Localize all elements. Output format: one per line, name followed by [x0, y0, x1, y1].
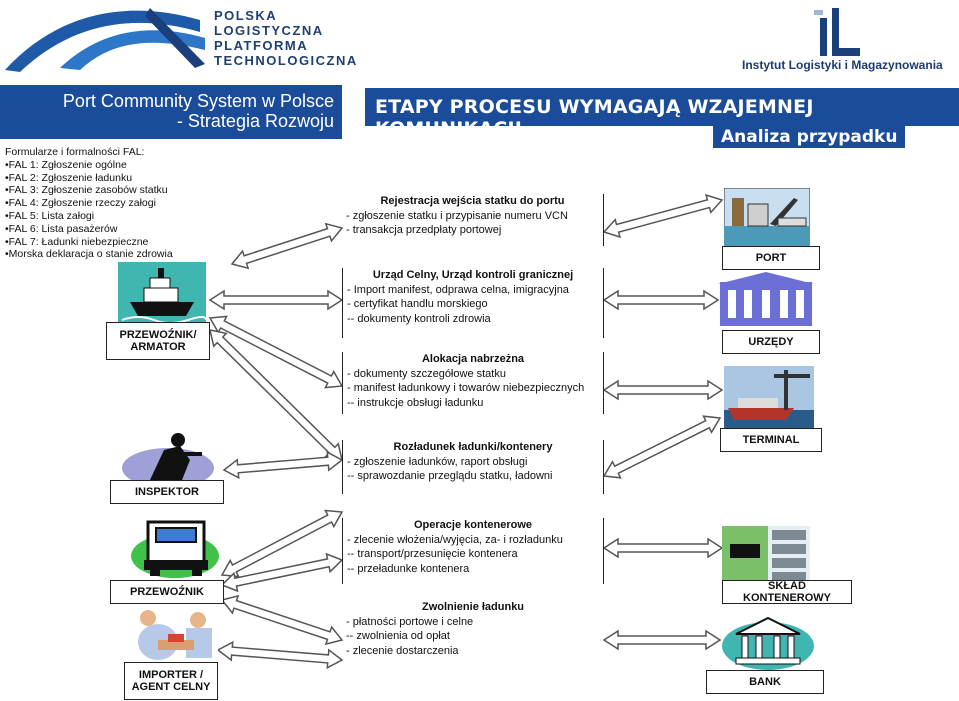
fal-item: •FAL 3: Zgłoszenie zasobów statku — [5, 184, 168, 197]
subtitle: Analiza przypadku — [713, 126, 906, 148]
arrow-inspektor-stage4 — [222, 450, 344, 480]
actor-bank-label: BANK — [749, 676, 781, 688]
arrow-stage6-bank — [602, 629, 722, 651]
logo-line-4: TECHNOLOGICZNA — [214, 53, 358, 68]
stage-line: -- przeładunke kontenera — [347, 562, 470, 575]
actor-przewoznik: PRZEWOŹNIK — [110, 580, 224, 604]
arrow-przewoznik-stage4 — [220, 509, 344, 578]
fal-item: •FAL 4: Zgłoszenie rzeczy załogi — [5, 197, 156, 210]
stage-3: Alokacja nabrzeżna - dokumenty szczegóło… — [342, 352, 604, 414]
page-title: ETAPY PROCESU WYMAGAJĄ WZAJEMNEJ KOMUNIK… — [375, 96, 814, 140]
stage-6: Zwolnienie ładunku - płatności portowe i… — [342, 600, 604, 666]
stage-2: Urząd Celny, Urząd kontroli granicznej -… — [342, 268, 604, 338]
title-main-box: ETAPY PROCESU WYMAGAJĄ WZAJEMNEJ KOMUNIK… — [365, 88, 959, 140]
actor-urzedy: URZĘDY — [722, 330, 820, 354]
stage-title: Rejestracja wejścia statku do portu — [380, 195, 565, 207]
stage-line: - Import manifest, odprawa celna, imigra… — [347, 283, 569, 296]
actor-urzedy-label: URZĘDY — [748, 336, 794, 348]
fal-heading: Formularze i formalności FAL: — [5, 146, 145, 158]
ship-icon — [118, 262, 207, 324]
stage-line: - zgłoszenie ładunków, raport obsługi — [347, 455, 528, 468]
fal-item: •FAL 6: Lista pasażerów — [5, 222, 118, 235]
logo-line-3: PLATFORMA — [214, 38, 309, 53]
stage-title: Alokacja nabrzeżna — [421, 353, 525, 365]
arrow-fal-stage1 — [230, 222, 344, 270]
actor-sklad-label: SKŁAD KONTENEROWY — [743, 580, 831, 604]
stage-title: Rozładunek ładunki/kontenery — [393, 441, 553, 453]
stage-line: - transakcja przedpłaty portowej — [346, 224, 502, 236]
stage-line: - zlecenie włożenia/wyjęcia, za- i rozła… — [347, 533, 563, 546]
actor-terminal-label: TERMINAL — [742, 434, 800, 446]
stage-line: - certyfikat handlu morskiego — [347, 298, 488, 310]
bank-icon — [720, 612, 816, 672]
actor-armator-line1: PRZEWOŹNIK/ — [119, 329, 197, 341]
stage-1: Rejestracja wejścia statku do portu - zg… — [342, 194, 604, 246]
stage-line: -- zwolnienia od opłat — [346, 630, 450, 642]
actor-importer: IMPORTER / AGENT CELNY — [124, 662, 218, 700]
arrow-stage2-urzedy — [602, 289, 720, 311]
stage-4: Rozładunek ładunki/kontenery - zgłoszeni… — [342, 440, 604, 494]
actor-terminal: TERMINAL — [720, 428, 822, 452]
arrow-stage5-sklad — [602, 537, 724, 559]
actor-port: PORT — [722, 246, 820, 270]
actor-bank: BANK — [706, 670, 824, 694]
stage-line: - zgłoszenie statku i przypisanie numeru… — [346, 209, 568, 222]
stage-line: -- transport/przesunięcie kontenera — [347, 548, 518, 560]
inspector-icon — [120, 430, 216, 488]
port-icon — [723, 187, 811, 247]
stage-title: Operacje kontenerowe — [414, 519, 532, 531]
actor-port-label: PORT — [755, 252, 787, 264]
fal-item: •FAL 5: Lista załogi — [5, 209, 95, 222]
title-left-box: Port Community System w Polsce - Strateg… — [0, 85, 342, 139]
arrow-importer-stage6 — [216, 640, 344, 670]
actor-inspektor: INSPEKTOR — [110, 480, 224, 504]
stage-line: - manifest ładunkowy i towarów niebezpie… — [347, 382, 585, 394]
fal-list: Formularze i formalności FAL: •FAL 1: Zg… — [5, 146, 235, 261]
actor-armator-line2: ARMATOR — [130, 341, 186, 353]
logo-line-1: POLSKA — [214, 8, 278, 23]
fal-item: •Morska deklaracja o stanie zdrowia — [5, 248, 173, 261]
ilim-name: Instytut Logistyki i Magazynowania — [742, 58, 943, 72]
plpt-logo: POLSKA LOGISTYCZNA PLATFORMA TECHNOLOGIC… — [0, 0, 356, 82]
actor-importer-line1: IMPORTER / — [138, 669, 204, 681]
arrow-przewoznik-stage5 — [220, 552, 344, 593]
fal-item: •FAL 2: Zgłoszenie ładunku — [5, 171, 133, 184]
fal-item: •FAL 7: Ładunki niebezpieczne — [5, 235, 149, 248]
stage-5: Operacje kontenerowe - zlecenie włożenia… — [342, 518, 604, 584]
plpt-swoosh-icon — [5, 8, 205, 72]
ilim-logo: Instytut Logistyki i Magazynowania — [740, 4, 955, 76]
stage-title: Urząd Celny, Urząd kontroli granicznej — [372, 269, 574, 281]
actor-importer-line2: AGENT CELNY — [131, 681, 211, 693]
ilim-mark-icon — [814, 8, 860, 56]
fal-item: •FAL 1: Zgłoszenie ogólne — [5, 158, 127, 171]
terminal-icon — [724, 366, 814, 428]
stage-line: -- sprawozdanie przeglądu statku, ładown… — [347, 470, 553, 482]
stage-line: - zlecenie dostarczenia — [346, 644, 459, 657]
stage-line: -- dokumenty kontroli zdrowia — [347, 312, 491, 325]
stage-line: - dokumenty szczegółowe statku — [347, 367, 506, 380]
stage-line: - płatności portowe i celne — [346, 615, 474, 628]
stage-title: Zwolnienie ładunku — [421, 601, 525, 613]
stage-line: -- instrukcje obsługi ładunku — [347, 396, 484, 409]
actor-inspektor-label: INSPEKTOR — [135, 486, 199, 498]
logo-line-2: LOGISTYCZNA — [214, 23, 324, 38]
title-left-line2: - Strategia Rozwoju — [176, 111, 334, 131]
truck-icon — [130, 516, 220, 582]
actor-armator: PRZEWOŹNIK/ ARMATOR — [106, 322, 210, 360]
arrow-stage1-port — [602, 193, 724, 239]
container-yard-icon — [722, 526, 810, 582]
arrow-stage3-terminal — [602, 379, 724, 401]
arrow-przewoznik-stage6 — [220, 594, 344, 646]
arrow-armator-stage2 — [208, 289, 344, 311]
actor-sklad: SKŁAD KONTENEROWY — [722, 580, 852, 604]
arrow-stage4-terminal — [602, 415, 722, 479]
office-building-icon — [718, 272, 814, 328]
actor-przewoznik-label: PRZEWOŹNIK — [130, 586, 204, 598]
title-left-line1: Port Community System w Polsce — [62, 91, 334, 111]
customs-agent-icon — [128, 606, 218, 664]
